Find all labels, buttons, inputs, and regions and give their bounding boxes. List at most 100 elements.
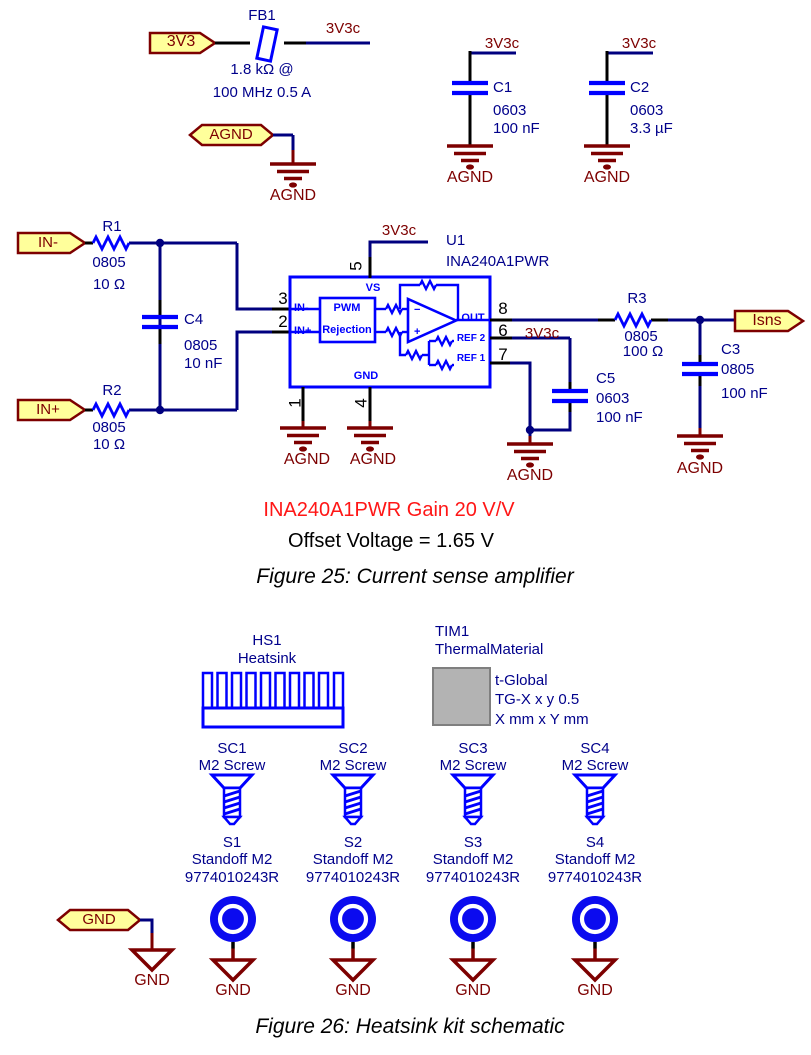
agnd-port-wire <box>273 133 295 164</box>
sc4-refdes: SC4 <box>580 740 610 757</box>
tim1-vendor: t-Global <box>495 672 548 689</box>
net-label-3v3c-c1: 3V3c <box>484 35 520 52</box>
sc1-name: M2 Screw <box>198 757 266 774</box>
figure26-caption: Figure 26: Heatsink kit schematic <box>255 1015 565 1038</box>
c5-capacitor-icon <box>552 388 588 404</box>
agnd-text-1: AGND <box>269 187 317 204</box>
u1-part-number: INA240A1PWR <box>446 253 550 270</box>
net-label-3v3c-u1: 3V3c <box>381 222 417 239</box>
input-wires <box>85 241 290 412</box>
u1-label-vs: VS <box>365 282 381 294</box>
gnd-symbol-s4 <box>573 958 617 982</box>
c1-package: 0603 <box>493 102 527 119</box>
agnd-symbol-c3 <box>675 434 725 462</box>
u1-label-out: OUT <box>461 312 485 324</box>
port-isns-label: Isns <box>752 312 782 329</box>
agnd-text-c2: AGND <box>583 169 631 186</box>
gnd-symbol-s3 <box>451 958 495 982</box>
c1-value: 100 nF <box>493 120 540 137</box>
c3-capacitor-icon <box>682 361 718 377</box>
r2-value: 10 Ω <box>92 436 126 453</box>
port-3v3-label: 3V3 <box>166 33 196 50</box>
s4-name: Standoff M2 <box>554 851 636 868</box>
gnd-text-s2: GND <box>335 982 371 999</box>
r3-package: 0805 <box>624 328 658 345</box>
s3-name: Standoff M2 <box>432 851 514 868</box>
port-gnd-label: GND <box>82 911 116 928</box>
sc1-refdes: SC1 <box>217 740 247 757</box>
c4-refdes: C4 <box>184 311 204 328</box>
r1-package: 0805 <box>92 254 126 271</box>
net-label-3v3c-fb1: 3V3c <box>325 20 361 37</box>
fb1-ferrite-bead-icon <box>255 25 279 63</box>
sc2-name: M2 Screw <box>319 757 387 774</box>
offset-note: Offset Voltage = 1.65 V <box>288 530 494 552</box>
u1-pin4-number: 4 <box>351 398 371 408</box>
port-agnd-label: AGND <box>209 126 253 143</box>
agnd-symbol-pin1 <box>278 426 328 454</box>
c2-refdes: C2 <box>630 79 650 96</box>
r2-refdes: R2 <box>102 382 122 399</box>
gnd-text-port: GND <box>134 972 170 989</box>
tim1-refdes: TIM1 <box>435 623 470 640</box>
sc3-name: M2 Screw <box>439 757 507 774</box>
ref-wires <box>490 336 572 444</box>
fb1-refdes: FB1 <box>248 7 276 24</box>
port-in-plus-shape <box>16 398 88 422</box>
net-label-3v3c-ref2: 3V3c <box>524 325 560 342</box>
sc4-name: M2 Screw <box>561 757 629 774</box>
u1-pin5-wire <box>368 240 428 278</box>
port-in-minus-label: IN- <box>38 234 58 251</box>
r2-package: 0805 <box>92 419 126 436</box>
u1-block-pwm: PWM <box>333 302 361 314</box>
u1-label-in-plus: IN+ <box>294 325 312 337</box>
c1-refdes: C1 <box>493 79 513 96</box>
r1-refdes: R1 <box>102 218 122 235</box>
agnd-symbol-ref <box>505 442 555 470</box>
s2-name: Standoff M2 <box>312 851 394 868</box>
junction-dot-2 <box>155 405 165 415</box>
s3-refdes: S3 <box>463 834 483 851</box>
s2-mpn: 9774010243R <box>305 869 401 886</box>
r3-resistor-icon <box>613 312 653 328</box>
tim1-model: TG-X x y 0.5 <box>495 691 580 708</box>
s1-standoff-icon <box>210 896 256 960</box>
r2-resistor-icon <box>91 402 131 418</box>
u1-refdes: U1 <box>446 232 466 249</box>
sc1-screw-icon <box>210 773 254 826</box>
u1-label-ref1: REF 1 <box>456 353 486 364</box>
u1-label-in-minus: IN- <box>294 302 309 314</box>
junction-dot-4 <box>525 425 535 435</box>
r1-resistor-icon <box>91 235 131 251</box>
c4-package: 0805 <box>184 337 218 354</box>
u1-pin6-number: 6 <box>498 321 508 340</box>
sc4-screw-icon <box>573 773 617 826</box>
s1-refdes: S1 <box>222 834 242 851</box>
port-in-plus-label: IN+ <box>36 401 60 418</box>
sc3-screw-icon <box>451 773 495 826</box>
gnd-symbol-port <box>130 948 174 972</box>
u1-label-ref2: REF 2 <box>456 333 486 344</box>
junction-dot-1 <box>155 238 165 248</box>
agnd-text-pin1: AGND <box>283 451 331 468</box>
gain-note: INA240A1PWR Gain 20 V/V <box>263 499 515 521</box>
u1-block-rejection: Rejection <box>322 324 372 336</box>
c5-package: 0603 <box>596 390 630 407</box>
c4-capacitor-icon <box>142 314 178 330</box>
u1-pin2-number: 2 <box>278 312 288 331</box>
c4-value: 10 nF <box>184 355 223 372</box>
sc2-screw-icon <box>331 773 375 826</box>
net-label-3v3c-c2: 3V3c <box>621 35 657 52</box>
r1-value: 10 Ω <box>92 276 126 293</box>
u1-label-gnd: GND <box>353 370 379 382</box>
c5-value: 100 nF <box>596 409 643 426</box>
sc2-refdes: SC2 <box>338 740 368 757</box>
c2-package: 0603 <box>630 102 664 119</box>
s3-standoff-icon <box>450 896 496 960</box>
s4-standoff-icon <box>572 896 618 960</box>
s3-mpn: 9774010243R <box>425 869 521 886</box>
c3-value: 100 nF <box>721 385 768 402</box>
c2-capacitor-icon <box>589 80 625 96</box>
u1-pin3-number: 3 <box>278 289 288 308</box>
